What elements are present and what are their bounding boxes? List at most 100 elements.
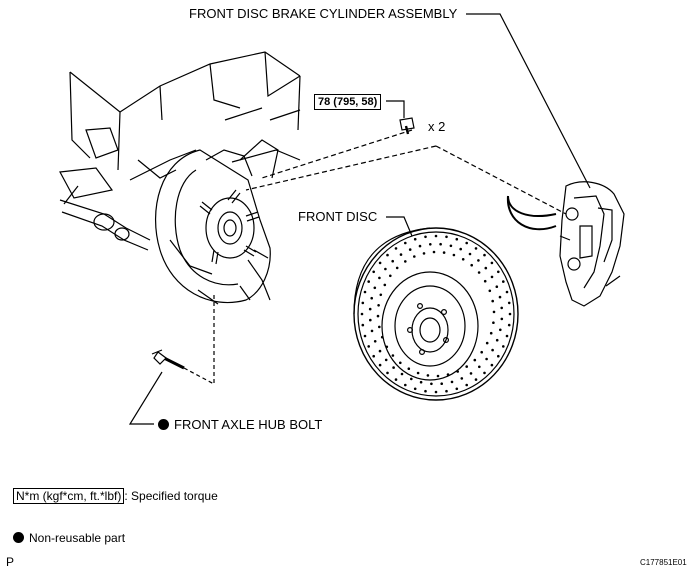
- drill-hole: [363, 290, 367, 294]
- drill-hole: [373, 340, 377, 343]
- drill-hole: [367, 345, 371, 348]
- drill-hole: [424, 235, 427, 239]
- drill-hole: [378, 325, 381, 329]
- drill-hole: [505, 290, 509, 294]
- drill-hole: [399, 361, 402, 365]
- drill-hole: [363, 334, 367, 338]
- drill-hole: [491, 299, 495, 303]
- hub-knuckle-assembly: [59, 51, 301, 305]
- drill-hole: [408, 248, 412, 251]
- drill-hole: [445, 389, 448, 393]
- footer-code: P: [6, 555, 15, 569]
- drill-hole: [465, 241, 469, 245]
- drill-hole: [372, 354, 376, 358]
- drill-hole: [372, 270, 376, 274]
- drill-hole: [361, 301, 365, 305]
- drill-holes: [360, 234, 512, 394]
- drill-hole: [488, 289, 492, 293]
- drill-hole: [424, 389, 427, 393]
- drill-hole: [474, 378, 478, 381]
- drill-hole: [391, 354, 395, 357]
- drill-hole: [456, 370, 460, 373]
- drill-hole: [452, 253, 456, 257]
- drill-hole: [490, 363, 494, 367]
- drill-hole: [461, 258, 465, 261]
- drill-hole: [477, 259, 480, 262]
- caliper-leader-line: [466, 13, 591, 189]
- drill-hole: [377, 304, 380, 307]
- drill-hole: [473, 358, 477, 362]
- drill-hole: [490, 261, 494, 265]
- torque-spec-value: 78 (795, 58): [314, 94, 382, 110]
- drill-hole: [499, 328, 502, 332]
- drill-hole: [483, 253, 486, 257]
- drill-hole: [413, 387, 417, 391]
- drill-hole: [450, 380, 454, 384]
- bolt-guide-line-lower: [245, 145, 437, 191]
- drill-hole: [491, 348, 494, 352]
- figure-id: C177851E01: [640, 558, 687, 567]
- drill-hole: [413, 237, 417, 241]
- drill-hole: [378, 261, 382, 265]
- drill-hole: [429, 243, 432, 246]
- drill-hole: [465, 383, 469, 387]
- drill-hole: [502, 280, 505, 283]
- drill-hole: [360, 312, 364, 316]
- disc-leader-line: [386, 216, 413, 237]
- drill-hole: [485, 357, 488, 361]
- drill-hole: [478, 365, 481, 369]
- drill-hole: [495, 338, 499, 342]
- drill-hole: [418, 244, 422, 248]
- hub-bolt-label: FRONT AXLE HUB BOLT: [158, 417, 322, 432]
- drill-hole: [422, 252, 426, 255]
- drill-hole: [373, 286, 377, 290]
- drill-hole: [436, 374, 440, 378]
- drill-hole: [446, 373, 450, 376]
- drill-hole: [385, 345, 389, 349]
- drill-hole: [489, 331, 493, 335]
- drill-hole: [369, 318, 372, 322]
- drill-hole: [413, 255, 416, 258]
- drill-hole: [399, 253, 403, 256]
- drill-hole: [439, 242, 442, 246]
- drill-hole: [474, 247, 478, 250]
- drill-hole: [368, 307, 372, 311]
- drill-hole: [392, 366, 395, 369]
- drill-hole: [434, 234, 438, 238]
- bolt-guide-line-to-caliper: [435, 145, 567, 215]
- drill-hole: [432, 250, 436, 254]
- drill-hole: [395, 266, 399, 270]
- drill-hole: [445, 235, 448, 239]
- drill-hole: [449, 244, 453, 248]
- drill-hole: [468, 252, 472, 256]
- drill-hole: [367, 280, 371, 283]
- drill-hole: [500, 317, 504, 321]
- torque-legend: N*m (kgf*cm, ft.*lbf): Specified torque: [13, 488, 218, 504]
- drill-hole: [361, 323, 365, 327]
- drill-hole: [434, 390, 438, 394]
- drill-hole: [465, 365, 469, 368]
- drill-hole: [380, 335, 384, 339]
- hub-bolt-guide-line: [183, 292, 215, 385]
- drill-hole: [378, 276, 381, 280]
- non-reusable-dot-icon: [158, 419, 169, 430]
- drill-hole: [507, 301, 511, 305]
- drill-hole: [370, 329, 374, 333]
- drill-hole: [440, 382, 444, 386]
- caliper-bolt-part: [399, 117, 415, 135]
- drill-hole: [495, 285, 499, 289]
- drill-hole: [502, 345, 505, 348]
- drill-hole: [500, 306, 504, 310]
- drill-hole: [460, 377, 464, 380]
- nonreusable-legend: Non-reusable part: [13, 531, 125, 545]
- drill-hole: [455, 387, 459, 391]
- drill-hole: [483, 279, 487, 283]
- drill-hole: [484, 266, 488, 270]
- torque-units-box: N*m (kgf*cm, ft.*lbf): [13, 488, 125, 504]
- drill-hole: [391, 259, 395, 263]
- drill-hole: [379, 293, 383, 297]
- front-disc-label: FRONT DISC: [298, 209, 378, 224]
- drill-hole: [404, 241, 407, 245]
- drill-hole: [483, 371, 486, 375]
